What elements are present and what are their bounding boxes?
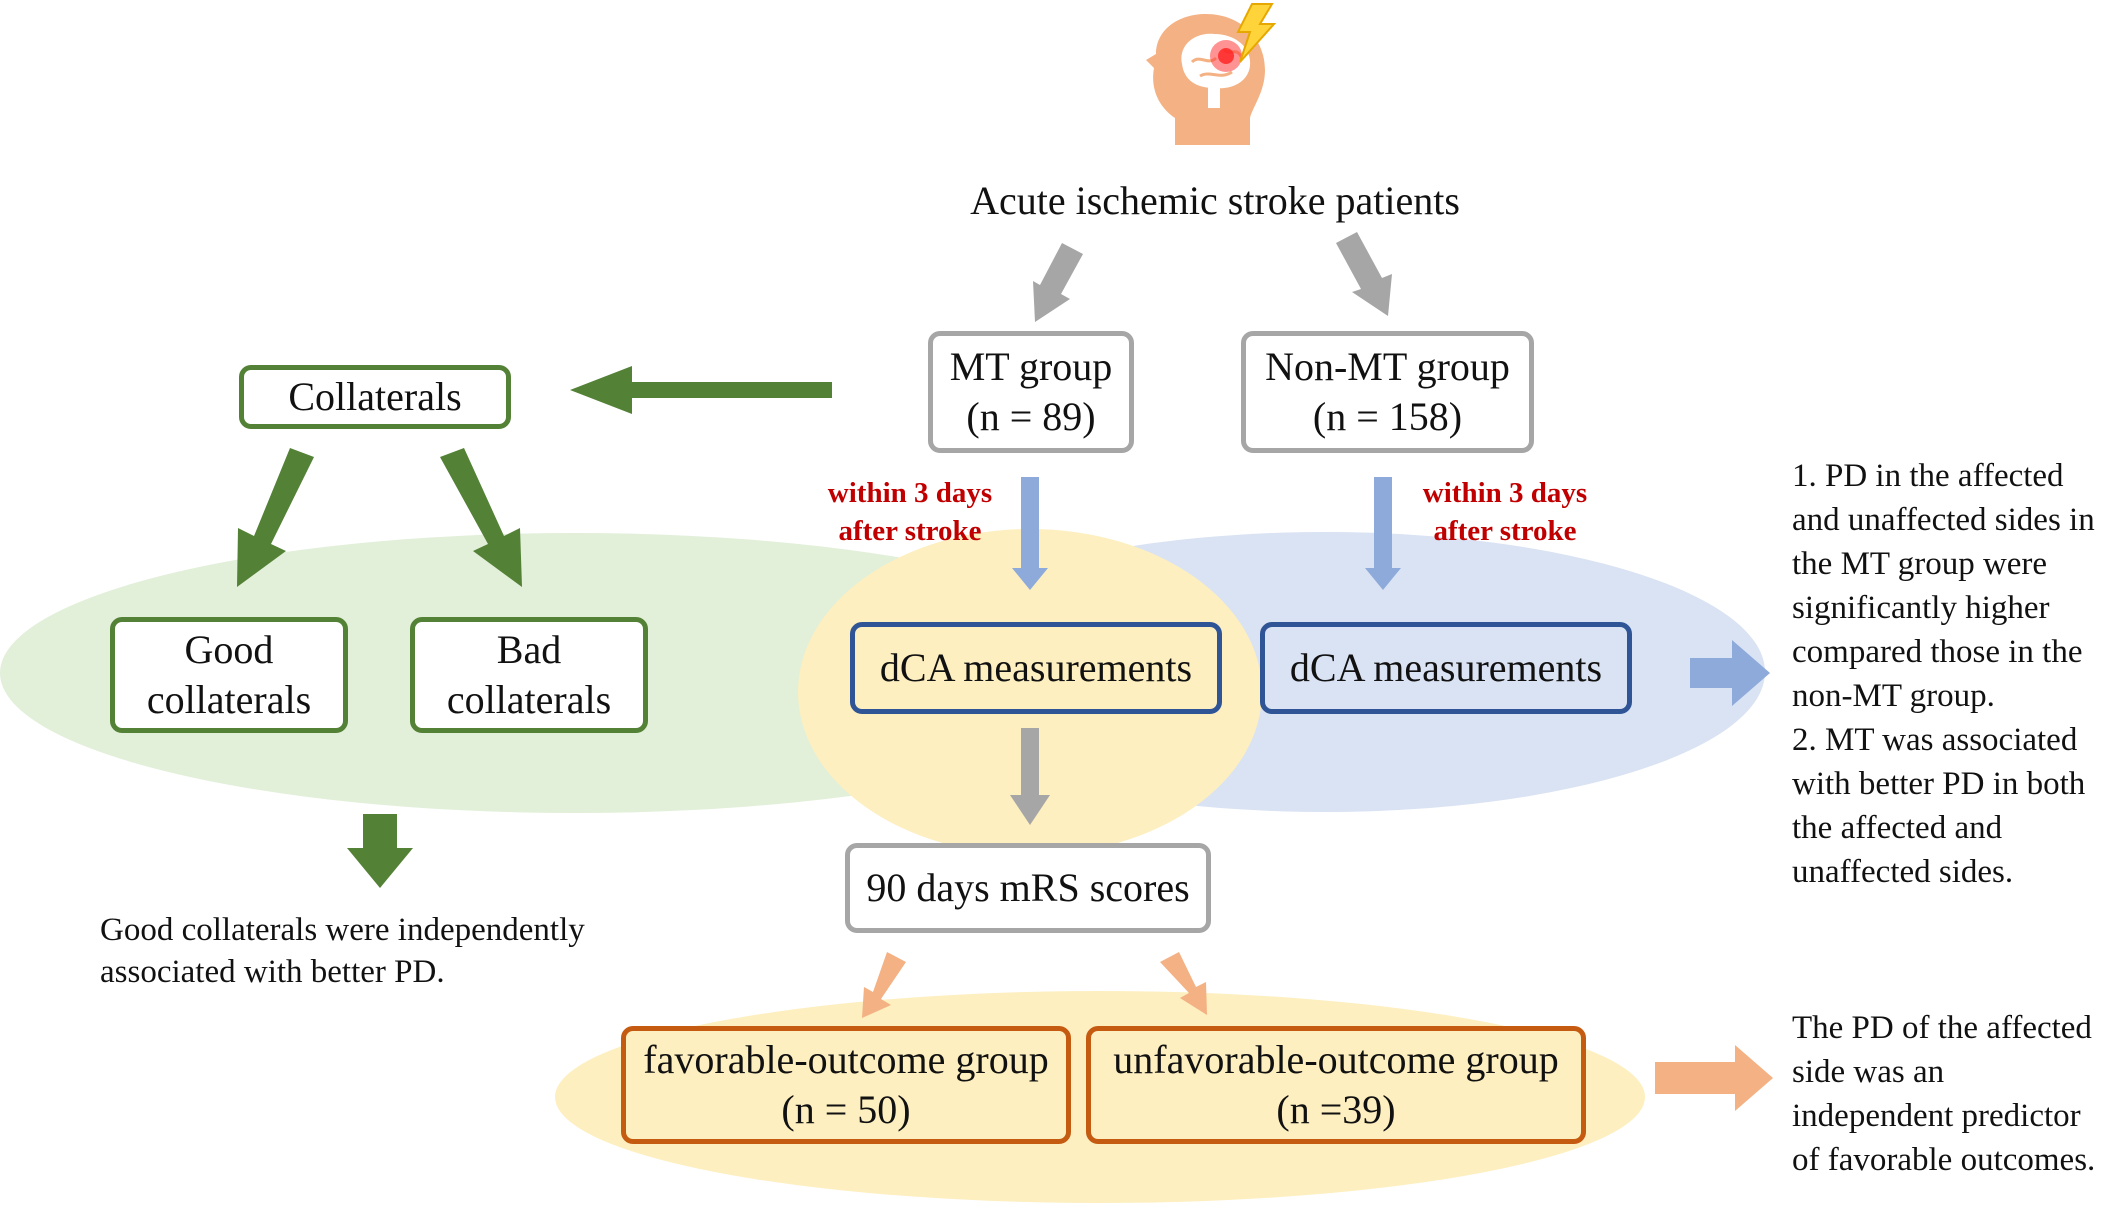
findings-right-line: unaffected sides. [1792, 854, 2014, 890]
findings-right-line: non-MT group. [1792, 678, 1995, 714]
mt-group-count: (n = 89) [966, 394, 1096, 439]
good-collaterals-line1: Good [184, 627, 274, 672]
collaterals-label: Collaterals [288, 374, 462, 419]
orange-arrow-to-unfavorable [1160, 952, 1207, 1015]
good-collaterals-line2: collaterals [146, 677, 312, 722]
mrs-label: 90 days mRS scores [866, 865, 1190, 910]
bad-collaterals-box: Bad collaterals [410, 617, 648, 733]
favorable-outcome-count: (n = 50) [781, 1087, 911, 1132]
gray-arrow-to-mt [1033, 243, 1083, 322]
bad-collaterals-line2: collaterals [446, 677, 612, 722]
orange-arrow-right [1655, 1045, 1773, 1111]
findings-bottom-line: side was an [1792, 1054, 1945, 1090]
dca-mt-label: dCA measurements [879, 645, 1193, 690]
findings-right: 1. PD in the affected and unaffected sid… [1792, 454, 2122, 894]
dca-non-mt-box: dCA measurements [1260, 622, 1632, 714]
dca-non-mt-label: dCA measurements [1289, 645, 1603, 690]
gray-arrow-to-non-mt [1336, 232, 1392, 316]
collaterals-finding-line1: Good collaterals were independently [100, 912, 585, 948]
findings-bottom-line: The PD of the affected [1792, 1010, 2092, 1046]
findings-right-line: significantly higher [1792, 590, 2050, 626]
bad-collaterals-line1: Bad [496, 627, 562, 672]
good-collaterals-box: Good collaterals [110, 617, 348, 733]
orange-arrow-to-favorable [862, 952, 906, 1018]
mrs-box: 90 days mRS scores [845, 843, 1211, 933]
green-arrow-down [347, 814, 413, 888]
timing-non-mt-line1: within 3 days [1422, 477, 1588, 509]
timing-label-mt: within 3 days after stroke [800, 474, 1020, 550]
unfavorable-outcome-label: unfavorable-outcome group [1113, 1037, 1559, 1082]
collaterals-box: Collaterals [239, 365, 511, 429]
collaterals-finding: Good collaterals were independently asso… [100, 909, 660, 993]
findings-right-line: the MT group were [1792, 546, 2048, 582]
non-mt-group-count: (n = 158) [1312, 394, 1463, 439]
mt-group-label: MT group [949, 344, 1113, 389]
non-mt-group-label: Non-MT group [1265, 344, 1510, 389]
non-mt-group-box: Non-MT group (n = 158) [1241, 331, 1534, 453]
unfavorable-outcome-count: (n =39) [1276, 1087, 1396, 1132]
green-arrow-to-bad [440, 448, 522, 587]
unfavorable-outcome-box: unfavorable-outcome group (n =39) [1086, 1026, 1586, 1144]
findings-right-line: 2. MT was associated [1792, 722, 2078, 758]
findings-right-line: with better PD in both [1792, 766, 2086, 802]
findings-bottom-line: independent predictor [1792, 1098, 2081, 1134]
timing-mt-line1: within 3 days [827, 477, 993, 509]
gray-arrow-to-mrs [1010, 728, 1050, 825]
patients-title: Acute ischemic stroke patients [970, 178, 1460, 223]
collaterals-finding-line2: associated with better PD. [100, 954, 445, 990]
mt-group-box: MT group (n = 89) [928, 331, 1134, 453]
green-arrow-to-good [237, 448, 314, 587]
findings-right-line: compared those in the [1792, 634, 2083, 670]
findings-right-line: 1. PD in the affected [1792, 458, 2064, 494]
timing-non-mt-line2: after stroke [1433, 515, 1577, 547]
dca-mt-box: dCA measurements [850, 622, 1222, 714]
blue-arrow-right [1690, 640, 1770, 706]
timing-label-non-mt: within 3 days after stroke [1395, 474, 1615, 550]
blue-arrow-mt-down [1012, 477, 1048, 590]
blue-arrow-non-mt-down [1365, 477, 1401, 590]
favorable-outcome-box: favorable-outcome group (n = 50) [621, 1026, 1071, 1144]
findings-right-line: the affected and [1792, 810, 2003, 846]
timing-mt-line2: after stroke [838, 515, 982, 547]
green-arrow-to-collaterals [570, 366, 832, 414]
findings-bottom-line: of favorable outcomes. [1792, 1142, 2096, 1178]
findings-right-line: and unaffected sides in [1792, 502, 2095, 538]
head-lightning-icon [1146, 3, 1277, 145]
favorable-outcome-label: favorable-outcome group [643, 1037, 1049, 1082]
findings-bottom: The PD of the affected side was an indep… [1792, 1006, 2122, 1182]
